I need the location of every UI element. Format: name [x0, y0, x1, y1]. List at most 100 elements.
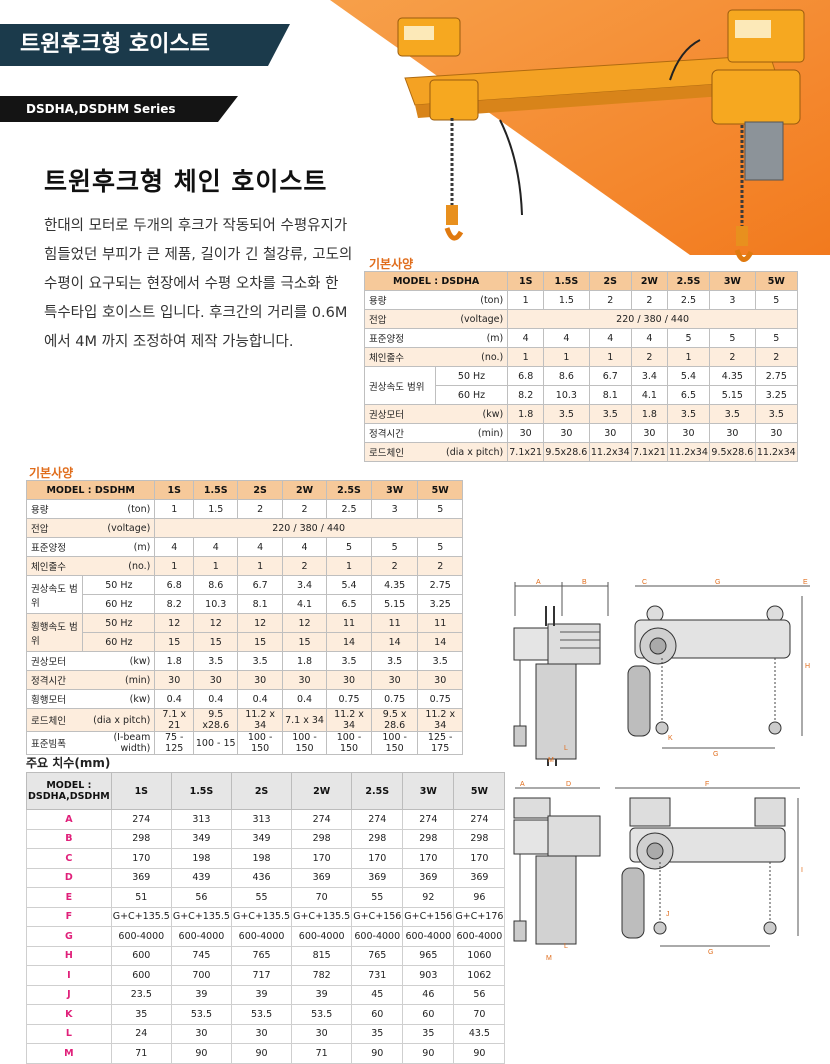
table-cell: 11	[326, 613, 372, 633]
table-cell: 600-4000	[351, 926, 404, 947]
table-cell: 170	[453, 848, 506, 869]
row-label: 용량	[364, 290, 436, 310]
table-cell: 5	[370, 537, 419, 557]
column-header: 5W	[417, 480, 463, 500]
row-unit: (ton)	[82, 499, 156, 519]
table-cell: 6.5	[666, 385, 711, 405]
table-cell: 1	[154, 556, 195, 576]
row-unit: (voltage)	[82, 518, 156, 538]
column-header: 5W	[453, 772, 506, 810]
row-unit: (kw)	[82, 689, 156, 709]
table-cell: 30	[666, 423, 711, 443]
table-cell: 3	[709, 290, 756, 310]
table-cell: 369	[110, 867, 172, 888]
row-label: 표준빔폭	[25, 731, 83, 755]
table-cell: 12	[237, 613, 283, 633]
table-cell: 2	[370, 556, 419, 576]
table-cell: 745	[170, 945, 232, 966]
drawing-label-k: K	[668, 735, 673, 742]
table-cell: 9.5x28.6	[543, 442, 590, 462]
table-cell: 23.5	[110, 984, 172, 1005]
column-header: 2.5S	[351, 772, 404, 810]
table-cell: 600-4000	[291, 926, 353, 947]
table-cell: 75 - 125	[154, 731, 195, 755]
table-cell: 274	[453, 809, 506, 830]
table-cell: 274	[402, 809, 455, 830]
model-header: MODEL :DSDHA,DSDHM	[26, 772, 112, 810]
table-cell: 5	[417, 537, 463, 557]
table-cell: 92	[402, 887, 455, 908]
model-header-line: DSDHA,DSDHM	[28, 791, 110, 802]
table-cell: 8.6	[543, 366, 590, 386]
table-cell: 2	[630, 347, 668, 367]
column-header: 5W	[754, 271, 799, 291]
table-cell: 11	[417, 613, 463, 633]
table-cell: 5.15	[370, 594, 419, 614]
table-cell: 600-4000	[230, 926, 293, 947]
table-cell: 30	[170, 1023, 232, 1044]
table-cell: 43.5	[453, 1023, 506, 1044]
row-label: 권상모터	[364, 404, 436, 424]
table-cell: 369	[402, 867, 455, 888]
table-cell: 30	[154, 670, 195, 690]
table-cell: 1062	[453, 965, 506, 986]
row-label: 권상속도 범위	[25, 575, 84, 614]
table-cell: 170	[110, 848, 172, 869]
table-cell: 1	[588, 347, 632, 367]
table-cell: 11.2 x 34	[237, 708, 283, 732]
table-cell: 15	[237, 632, 283, 652]
table-cell: 3.25	[754, 385, 799, 405]
table-cell: 11.2x34	[588, 442, 632, 462]
table-cell: 56	[170, 887, 232, 908]
table-cell: 600-4000	[110, 926, 172, 947]
table-cell: 782	[291, 965, 353, 986]
table-cell: 12	[154, 613, 195, 633]
table-cell: 8.1	[588, 385, 632, 405]
table-cell: 349	[230, 828, 293, 849]
row-frequency: 60 Hz	[82, 594, 156, 614]
table-cell: 96	[453, 887, 506, 908]
table-cell: 3.5	[754, 404, 799, 424]
table-cell: 3.5	[193, 651, 239, 671]
table-cell: 39	[230, 984, 293, 1005]
row-unit: (I-beam width)	[82, 731, 156, 755]
table-cell: 1.8	[154, 651, 195, 671]
row-frequency: 60 Hz	[82, 632, 156, 652]
table-cell: 15	[193, 632, 239, 652]
table-cell: 0.75	[326, 689, 372, 709]
table-cell: 30	[417, 670, 463, 690]
table-cell: 35	[110, 1004, 172, 1025]
table-cell: 903	[402, 965, 455, 986]
table-cell: 5.4	[326, 575, 372, 595]
table-cell: 369	[291, 867, 353, 888]
table-cell: 11.2 x 34	[326, 708, 372, 732]
drawing-dsdhm-front: F G I J	[615, 781, 803, 956]
drawing-label-f: F	[705, 781, 709, 788]
drawing-label-l2: L	[564, 943, 568, 950]
table-cell: 369	[453, 867, 506, 888]
row-unit: (ton)	[435, 290, 509, 310]
table-cell: 298	[110, 828, 172, 849]
column-header: 2W	[630, 271, 668, 291]
drawing-label-m2: M	[546, 955, 552, 962]
table-cell: 5	[754, 290, 799, 310]
table-cell: 100 - 150	[370, 731, 419, 755]
row-label: 체인줄수	[364, 347, 436, 367]
table-cell: G+C+156	[351, 906, 404, 927]
table-cell: 4.1	[630, 385, 668, 405]
table-cell: 349	[170, 828, 232, 849]
table-cell: 30	[507, 423, 545, 443]
table-cell: 765	[230, 945, 293, 966]
